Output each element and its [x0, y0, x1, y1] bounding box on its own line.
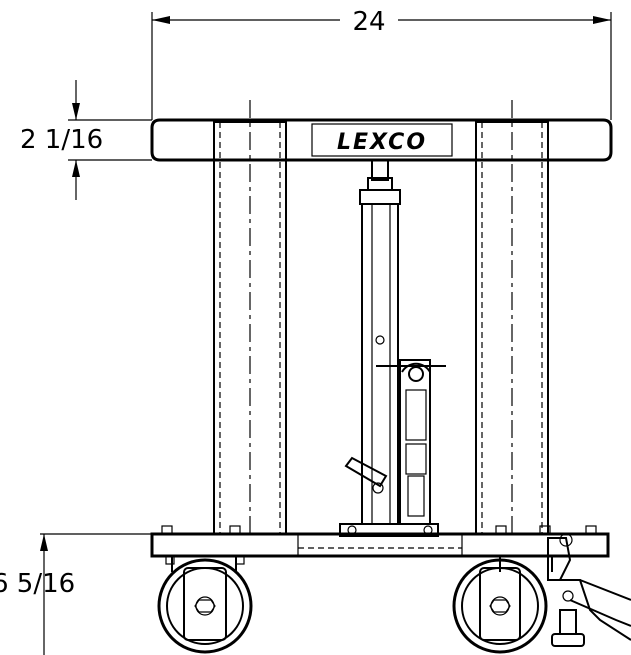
table-top: LEXCO: [150, 118, 613, 162]
right-column: [475, 100, 549, 535]
right-caster: [452, 556, 553, 654]
width-dimension: 24: [151, 7, 612, 120]
top-thickness-label: 2 1/16: [20, 125, 103, 155]
left-column: [213, 100, 287, 535]
base-height-label: 6 5/16: [0, 569, 75, 599]
left-caster: [157, 556, 253, 654]
base-frame: [150, 525, 610, 565]
top-thickness-dimension: 2 1/16: [20, 80, 152, 200]
floor-lock-brake: [547, 533, 631, 647]
hydraulic-cylinder: [339, 159, 446, 537]
base-height-dimension: 6 5/16: [0, 533, 152, 655]
width-label: 24: [352, 7, 385, 37]
lexco-logo: LEXCO: [337, 130, 427, 155]
